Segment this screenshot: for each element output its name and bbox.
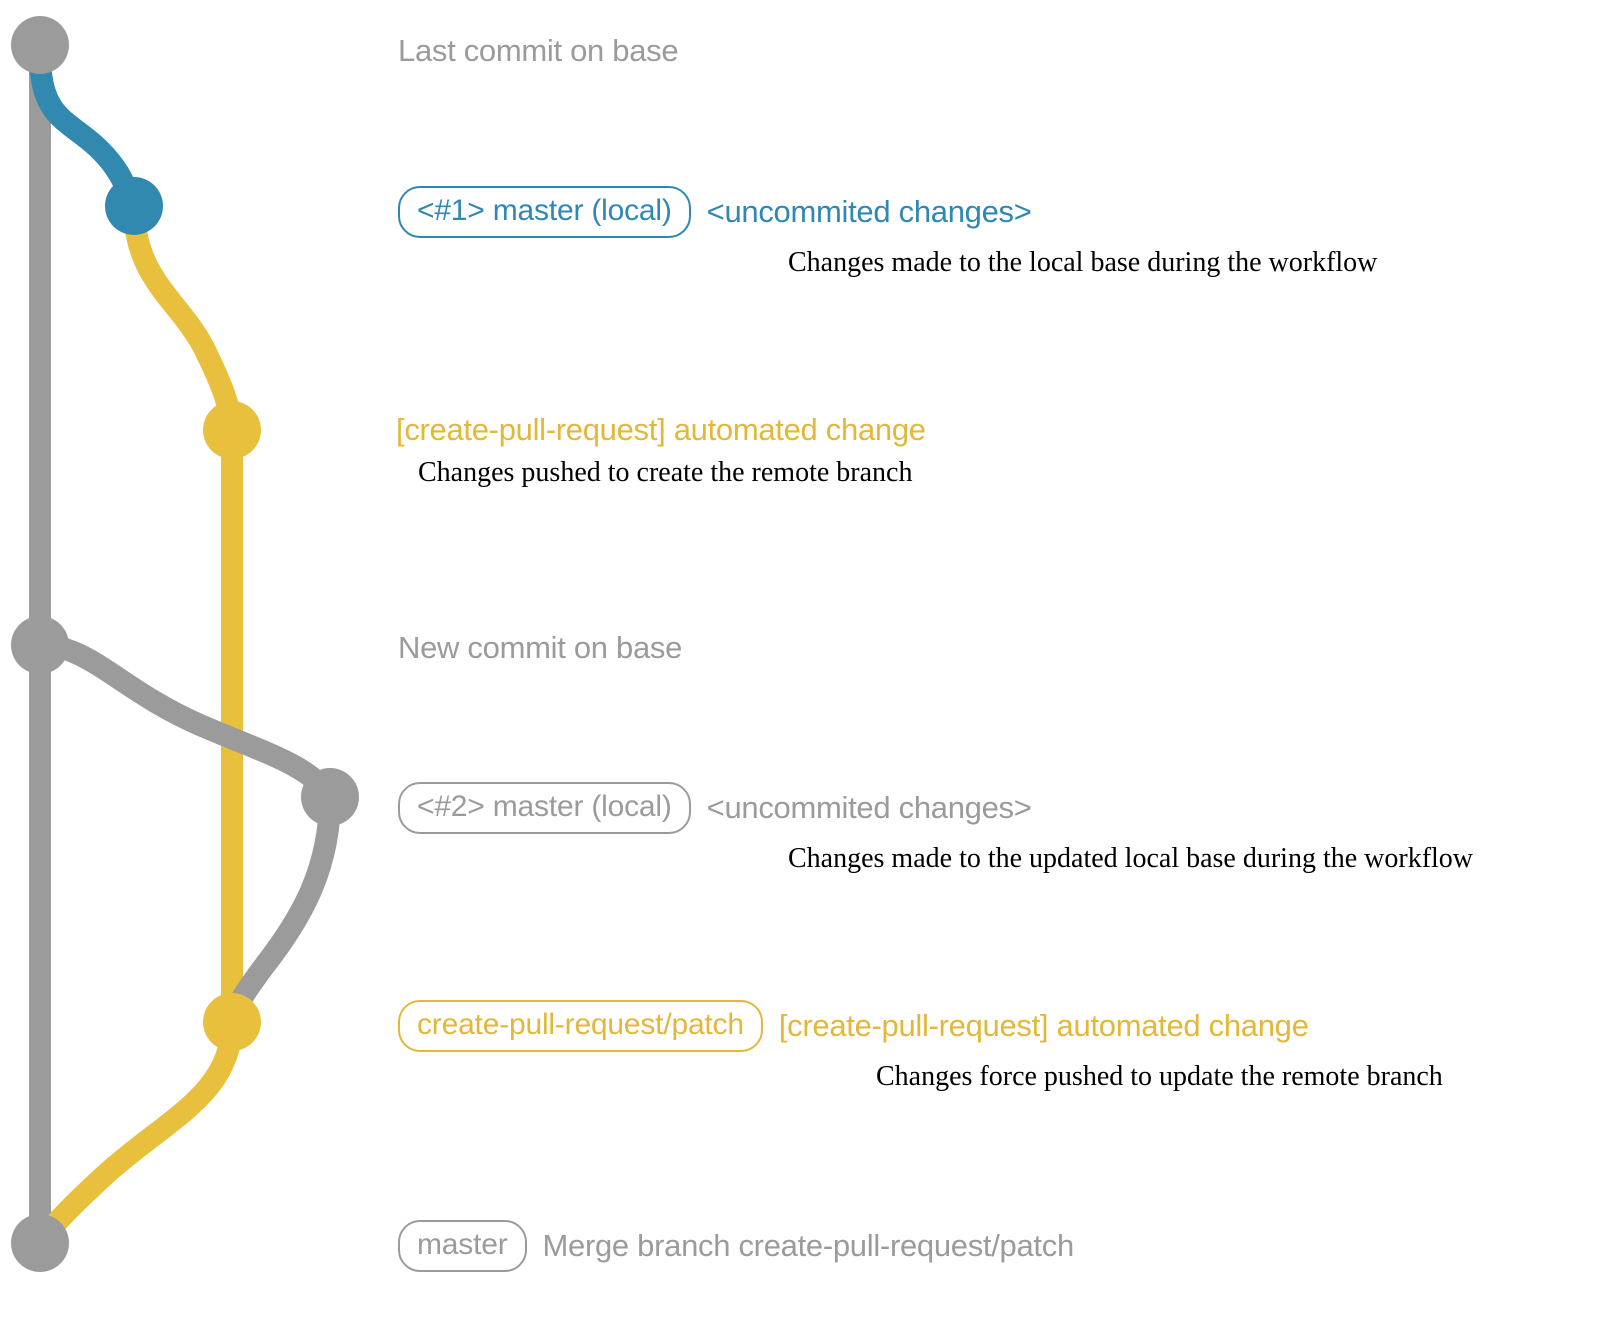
edge-local-2-to-automated-2 xyxy=(221,786,341,1033)
commit-message: [create-pull-request] automated change xyxy=(778,1008,1309,1044)
node-merge-commit[interactable] xyxy=(11,1214,69,1272)
label-row: <#2> master (local) <uncommited changes> xyxy=(398,782,1032,835)
entry-merge-commit: master Merge branch create-pull-request/… xyxy=(398,1220,1075,1273)
commit-message: <uncommited changes> xyxy=(706,194,1032,230)
branch-badge-master[interactable]: master xyxy=(398,1220,527,1273)
label-row: [create-pull-request] automated change xyxy=(396,412,926,448)
commit-message: <uncommited changes> xyxy=(706,790,1032,826)
branch-badge-create-pull-request-patch[interactable]: create-pull-request/patch xyxy=(398,1000,763,1053)
label-row: New commit on base xyxy=(398,630,682,666)
commit-message: New commit on base xyxy=(398,630,683,665)
node-automated-change-1[interactable] xyxy=(203,401,261,459)
edge-base-to-local-2 xyxy=(29,634,341,808)
label-row: <#1> master (local) <uncommited changes> xyxy=(398,186,1032,239)
entry-automated-change-1: [create-pull-request] automated change C… xyxy=(396,412,926,489)
branch-badge-master-local-1[interactable]: <#1> master (local) xyxy=(398,186,691,239)
node-automated-change-2[interactable] xyxy=(203,993,261,1051)
commit-description: Changes pushed to create the remote bran… xyxy=(418,457,913,488)
node-local-change-2[interactable] xyxy=(301,768,359,826)
node-new-commit-on-base[interactable] xyxy=(11,616,69,674)
commit-message: Last commit on base xyxy=(398,33,679,68)
entry-last-commit-on-base: Last commit on base xyxy=(398,33,679,69)
label-row: create-pull-request/patch [create-pull-r… xyxy=(398,1000,1309,1053)
branch-badge-master-local-2[interactable]: <#2> master (local) xyxy=(398,782,691,835)
entry-local-change-2: <#2> master (local) <uncommited changes>… xyxy=(398,782,1473,875)
commit-description: Changes force pushed to update the remot… xyxy=(876,1061,1443,1093)
edge-automated-2-to-merge xyxy=(29,1011,243,1254)
commit-message: Merge branch create-pull-request/patch xyxy=(542,1228,1075,1264)
commit-message: [create-pull-request] automated change xyxy=(396,412,926,447)
label-row: master Merge branch create-pull-request/… xyxy=(398,1220,1075,1273)
entry-local-change-1: <#1> master (local) <uncommited changes>… xyxy=(398,186,1377,279)
commit-description: Changes made to the local base during th… xyxy=(788,247,1378,279)
label-row: Last commit on base xyxy=(398,33,679,69)
edge-local-1-to-automated-1 xyxy=(123,195,243,441)
commit-description: Changes made to the updated local base d… xyxy=(788,843,1474,875)
entry-automated-change-2: create-pull-request/patch [create-pull-r… xyxy=(398,1000,1443,1093)
node-last-commit-on-base[interactable] xyxy=(11,16,69,74)
entry-new-commit-on-base: New commit on base xyxy=(398,630,682,666)
node-local-change-1[interactable] xyxy=(105,177,163,235)
